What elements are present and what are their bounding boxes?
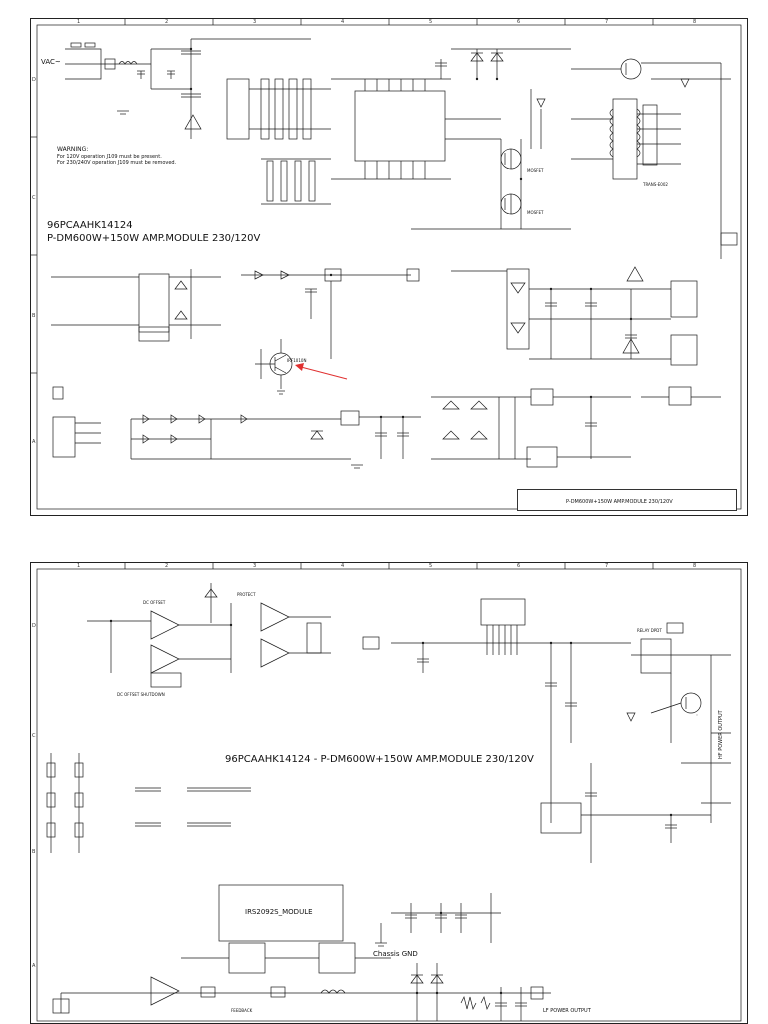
warning-line: For 230/240V operation J109 must be remo… [57,160,177,166]
row-letter: C [32,195,36,201]
schematic-title: 96PCAAHK14124 - P-DM600W+150W AMP.MODULE… [225,754,534,765]
col-number: 5 [429,19,433,25]
col-number: 3 [253,563,257,569]
module-label: IRS2092S_MODULE [245,908,313,916]
row-letter: B [32,849,36,855]
dc-offset-label: DC OFFSET [143,600,166,605]
col-number: 2 [165,19,169,25]
col-number: 6 [517,19,521,25]
hf-output-label: HF POWER OUTPUT [718,710,724,759]
warning-title: WARNING: [57,146,89,153]
col-number: 6 [517,563,521,569]
col-number: 5 [429,563,433,569]
col-number: 4 [341,19,345,25]
row-letter: B [32,313,36,319]
vac-label: VAC~ [41,58,61,66]
col-number: 8 [693,563,697,569]
relay-label: RELAY DPDT [637,628,662,633]
col-number: 3 [253,19,257,25]
lf-output-label: LF POWER OUTPUT [543,1008,591,1014]
col-number: 1 [77,19,81,25]
feedback-label: FEEDBACK [231,1008,253,1013]
col-number: 1 [77,563,81,569]
chassis-gnd-label: Chassis GND [373,950,418,958]
mosfet-label: MOSFET [527,168,544,173]
col-number: 7 [605,19,609,25]
col-number: 2 [165,563,169,569]
schematic-sheet-2: 1 2 3 4 5 6 7 8 D C B A DC OFFSET PROTEC… [30,562,748,1024]
protect-label: PROTECT [237,592,256,597]
col-number: 4 [341,563,345,569]
row-letter: D [32,77,36,83]
schematic-1-wiring [31,19,742,510]
transistor-label: IRF1010N [287,358,307,363]
schematic-sheet-1: 1 2 3 4 5 6 7 8 D C B A VAC~ WARNING: Fo… [30,18,748,516]
schematic-code: 96PCAAHK14124 [47,220,133,231]
title-block: P-DM600W+150W AMP.MODULE 230/120V [517,489,737,511]
schematic-title: P-DM600W+150W AMP.MODULE 230/120V [47,233,261,244]
col-number: 7 [605,563,609,569]
warning-line: For 120V operation J109 must be present. [57,154,162,160]
dc-offset-shutdown-label: DC OFFSET SHUTDOWN [117,692,165,697]
mosfet-label: MOSFET [527,210,544,215]
schematic-2-wiring [36,563,742,1022]
row-letter: A [32,439,36,445]
row-letter: A [32,963,36,969]
transformer-label: TRANS-E002 [643,182,668,187]
title-block-text: P-DM600W+150W AMP.MODULE 230/120V [566,499,673,505]
col-number: 8 [693,19,697,25]
row-letter: C [32,733,36,739]
row-letter: D [32,623,36,629]
